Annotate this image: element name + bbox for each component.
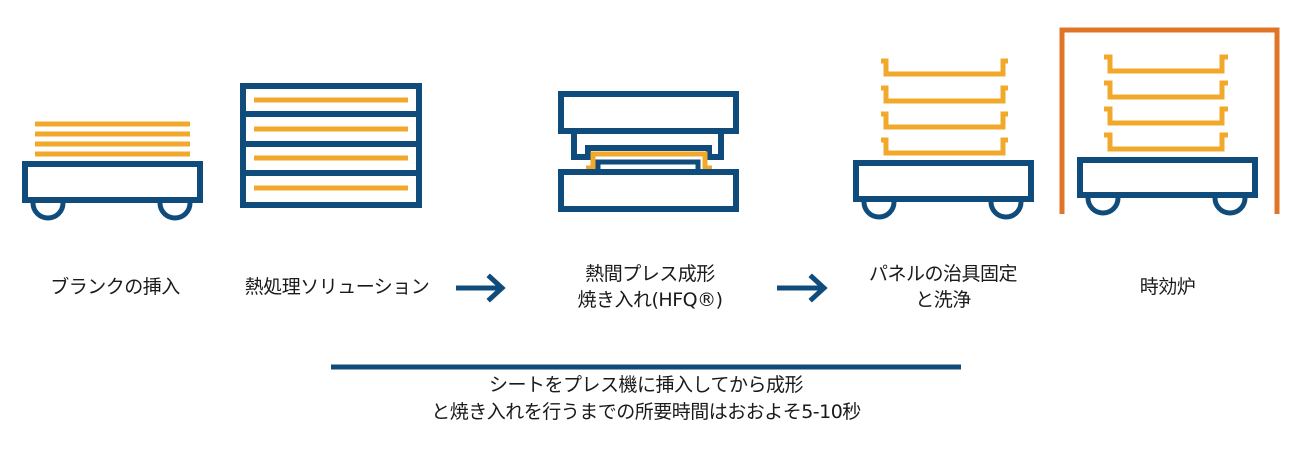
formed-panel — [881, 58, 1008, 77]
formed-panel — [881, 137, 1008, 156]
formed-panel — [1104, 80, 1228, 100]
formed-panel — [1104, 54, 1228, 74]
formed-panel — [586, 151, 712, 171]
cart-wheel — [1085, 197, 1121, 216]
furnace-with-cart-icon — [1059, 27, 1280, 216]
caption-line: シートをプレス機に挿入してから成形 — [489, 374, 803, 396]
step-label-hot-press-forming: 熱間プレス成形 焼き入れ(HFQ®) — [545, 261, 755, 313]
label-line: 焼き入れ(HFQ®) — [577, 289, 724, 311]
cart-wheel — [30, 202, 66, 221]
step-label-aging-furnace: 時効炉 — [1080, 274, 1255, 300]
cart-body — [1077, 157, 1258, 198]
label-line: ブランクの挿入 — [50, 276, 180, 298]
timeline-caption: シートをプレス機に挿入してから成形 と焼き入れを行うまでの所要時間はおおよそ5-… — [330, 372, 962, 426]
cart-body — [22, 161, 203, 203]
cart-with-flat-blanks-icon — [22, 121, 203, 221]
upper-die-plate — [558, 91, 739, 134]
label-line: 熱間プレス成形 — [585, 263, 715, 285]
formed-panel — [1104, 132, 1228, 152]
cart-wheel — [157, 202, 193, 221]
label-line: と洗浄 — [915, 289, 971, 311]
step-label-jig-fixing-washing: パネルの治具固定 と洗浄 — [838, 261, 1048, 313]
upper-punch — [571, 131, 724, 160]
lower-punch — [595, 159, 701, 172]
arrow-right-icon — [456, 273, 506, 303]
caption-line: と焼き入れを行うまでの所要時間はおおよそ5-10秒 — [431, 401, 861, 423]
stacked-furnace-trays-icon — [240, 83, 422, 208]
cart-wheel — [861, 201, 897, 220]
cart-body — [853, 160, 1034, 202]
formed-panel — [881, 111, 1008, 130]
label-line: パネルの治具固定 — [868, 263, 1018, 285]
label-line: 熱処理ソリューション — [244, 276, 430, 298]
press-die-icon — [558, 91, 739, 212]
step-label-blank-insertion: ブランクの挿入 — [20, 274, 210, 300]
cart-wheel — [988, 201, 1024, 220]
cart-with-formed-panels-icon — [853, 58, 1034, 220]
label-line: 時効炉 — [1139, 276, 1196, 298]
step-label-solution-heat-treatment: 熱処理ソリューション — [232, 274, 442, 300]
lower-die-plate — [558, 169, 739, 212]
furnace-frame — [1059, 27, 1280, 214]
arrow-right-icon — [777, 273, 828, 303]
cart-wheel — [1212, 197, 1248, 216]
formed-panel — [1104, 106, 1228, 126]
formed-panel — [881, 85, 1008, 104]
